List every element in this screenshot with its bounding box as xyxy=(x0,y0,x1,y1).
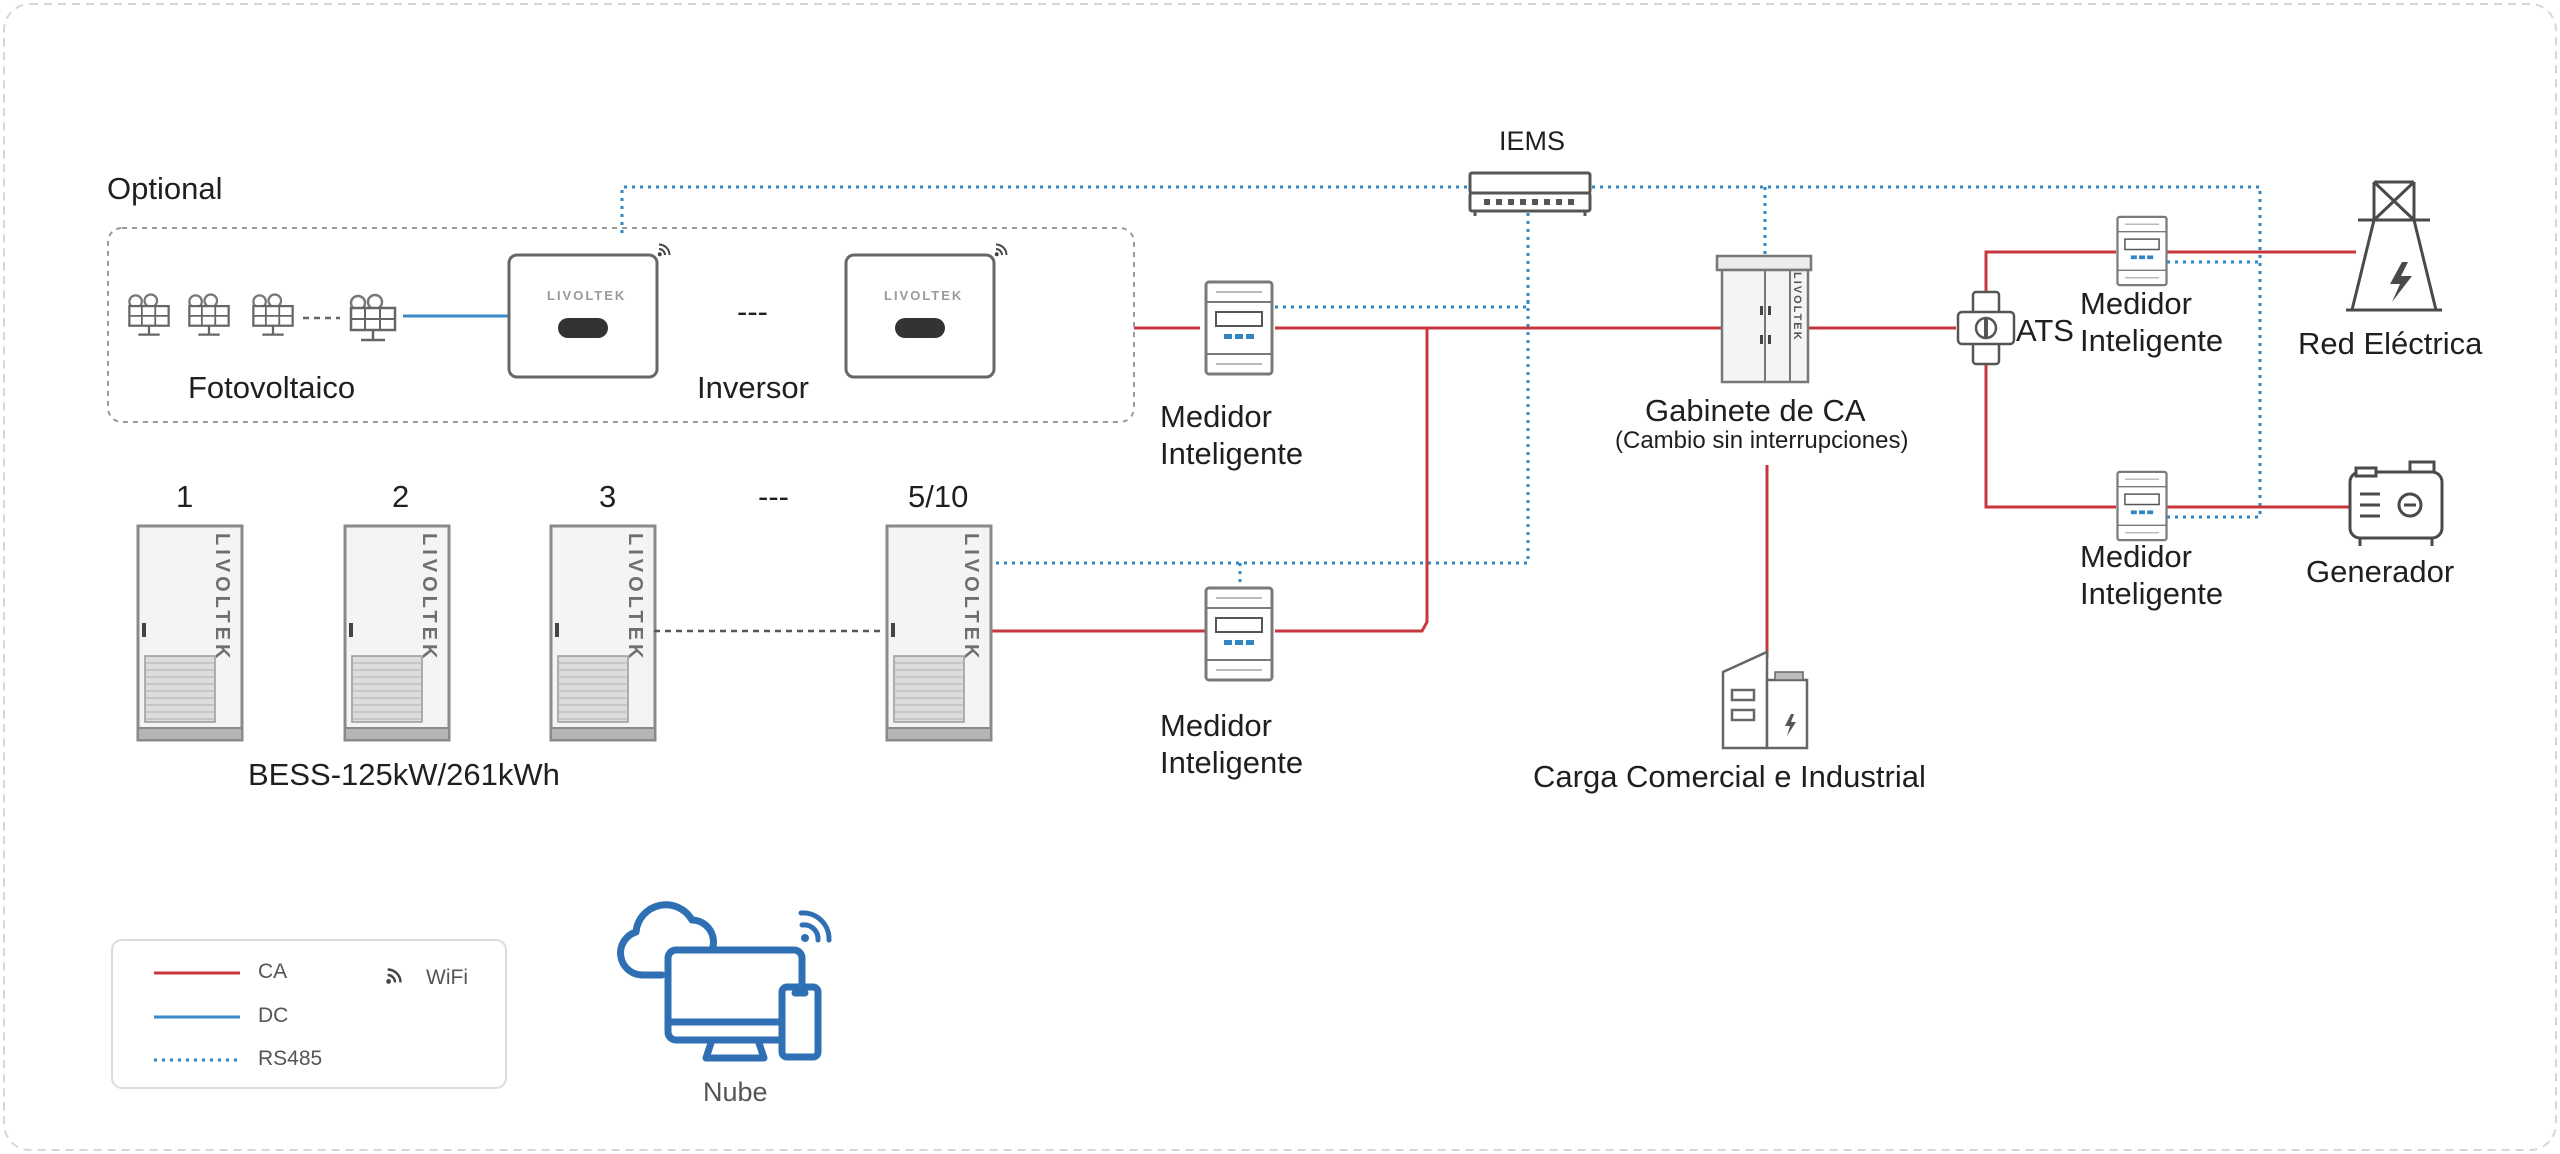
meter-gen-label-2: Inteligente xyxy=(2080,576,2223,611)
iems-label: IEMS xyxy=(1499,126,1565,156)
meter-grid-label-1: Medidor xyxy=(2080,286,2192,321)
solar-panel-icon xyxy=(188,293,230,336)
optional-label: Optional xyxy=(107,171,222,206)
inverter-label: Inversor xyxy=(697,370,809,405)
cloud-computer-icon xyxy=(617,901,832,1062)
inverter-brand: LIVOLTEK xyxy=(884,288,963,303)
bess-label: BESS-125kW/261kWh xyxy=(248,757,560,792)
bess-unit-number: 2 xyxy=(392,479,409,514)
outer-frame xyxy=(3,3,2557,1151)
pv-array xyxy=(128,293,397,342)
solar-panel-icon xyxy=(128,293,170,336)
ac-wires xyxy=(987,250,2356,658)
pv-label: Fotovoltaico xyxy=(188,370,355,405)
cloud-label: Nube xyxy=(703,1077,768,1107)
meter-grid-label-2: Inteligente xyxy=(2080,323,2223,358)
generator-label: Generador xyxy=(2306,554,2454,589)
smart-meter-bess xyxy=(1204,586,1274,682)
meter-bess-label-1: Medidor xyxy=(1160,708,1272,743)
bess-units: 1 LIVOLTEK 2 LIVOLTEK 3 LIVOLTEK --- 5/1… xyxy=(136,479,993,742)
inverter-1: LIVOLTEK xyxy=(507,243,671,379)
generator-icon xyxy=(2348,460,2444,546)
inverter-2: LIVOLTEK xyxy=(844,243,1008,379)
legend-label-ca: CA xyxy=(258,960,287,983)
optional-box xyxy=(107,227,1135,423)
grid-label: Red Eléctrica xyxy=(2298,326,2483,361)
load-label: Carga Comercial e Industrial xyxy=(1533,759,1926,794)
cabinet-brand: LIVOLTEK xyxy=(1791,272,1803,342)
bess-brand: LIVOLTEK xyxy=(418,533,440,662)
rs485-wires xyxy=(620,185,2262,590)
inverter-brand: LIVOLTEK xyxy=(547,288,626,303)
ac-cabinet: LIVOLTEK xyxy=(1715,254,1813,384)
bess-unit-number: 1 xyxy=(176,479,193,514)
bess-brand: LIVOLTEK xyxy=(960,533,982,662)
ats-label: ATS xyxy=(2016,313,2074,348)
factory-icon xyxy=(1721,650,1809,750)
legend: CA DC RS485 WiFi xyxy=(111,939,507,1089)
bess-brand: LIVOLTEK xyxy=(624,533,646,662)
smart-meter-top xyxy=(1204,280,1274,376)
bess-unit-number: 5/10 xyxy=(908,479,968,514)
inverter-gap: --- xyxy=(737,294,768,329)
smart-meter-generator xyxy=(2116,470,2168,542)
legend-label-dc: DC xyxy=(258,1004,288,1027)
wifi-icon xyxy=(656,243,671,258)
smart-meter-grid xyxy=(2116,215,2168,287)
bess-unit-number: 3 xyxy=(599,479,616,514)
bess-brand: LIVOLTEK xyxy=(211,533,233,662)
meter-top-label-2: Inteligente xyxy=(1160,436,1303,471)
solar-panel-icon xyxy=(252,293,294,336)
grid-tower-icon xyxy=(2346,180,2442,312)
meter-top-label-1: Medidor xyxy=(1160,399,1272,434)
solar-panel-icon xyxy=(349,293,397,342)
cabinet-sublabel: (Cambio sin interrupciones) xyxy=(1615,427,1908,454)
cabinet-label: Gabinete de CA xyxy=(1645,393,1866,428)
bess-unit-gap: --- xyxy=(758,479,789,514)
meter-gen-label-1: Medidor xyxy=(2080,539,2192,574)
legend-label-wifi: WiFi xyxy=(426,966,468,989)
iems-switch-icon xyxy=(1468,171,1592,216)
legend-label-rs485: RS485 xyxy=(258,1047,322,1070)
meter-bess-label-2: Inteligente xyxy=(1160,745,1303,780)
wifi-icon xyxy=(993,243,1008,258)
ats-switch-icon xyxy=(1956,290,2016,366)
